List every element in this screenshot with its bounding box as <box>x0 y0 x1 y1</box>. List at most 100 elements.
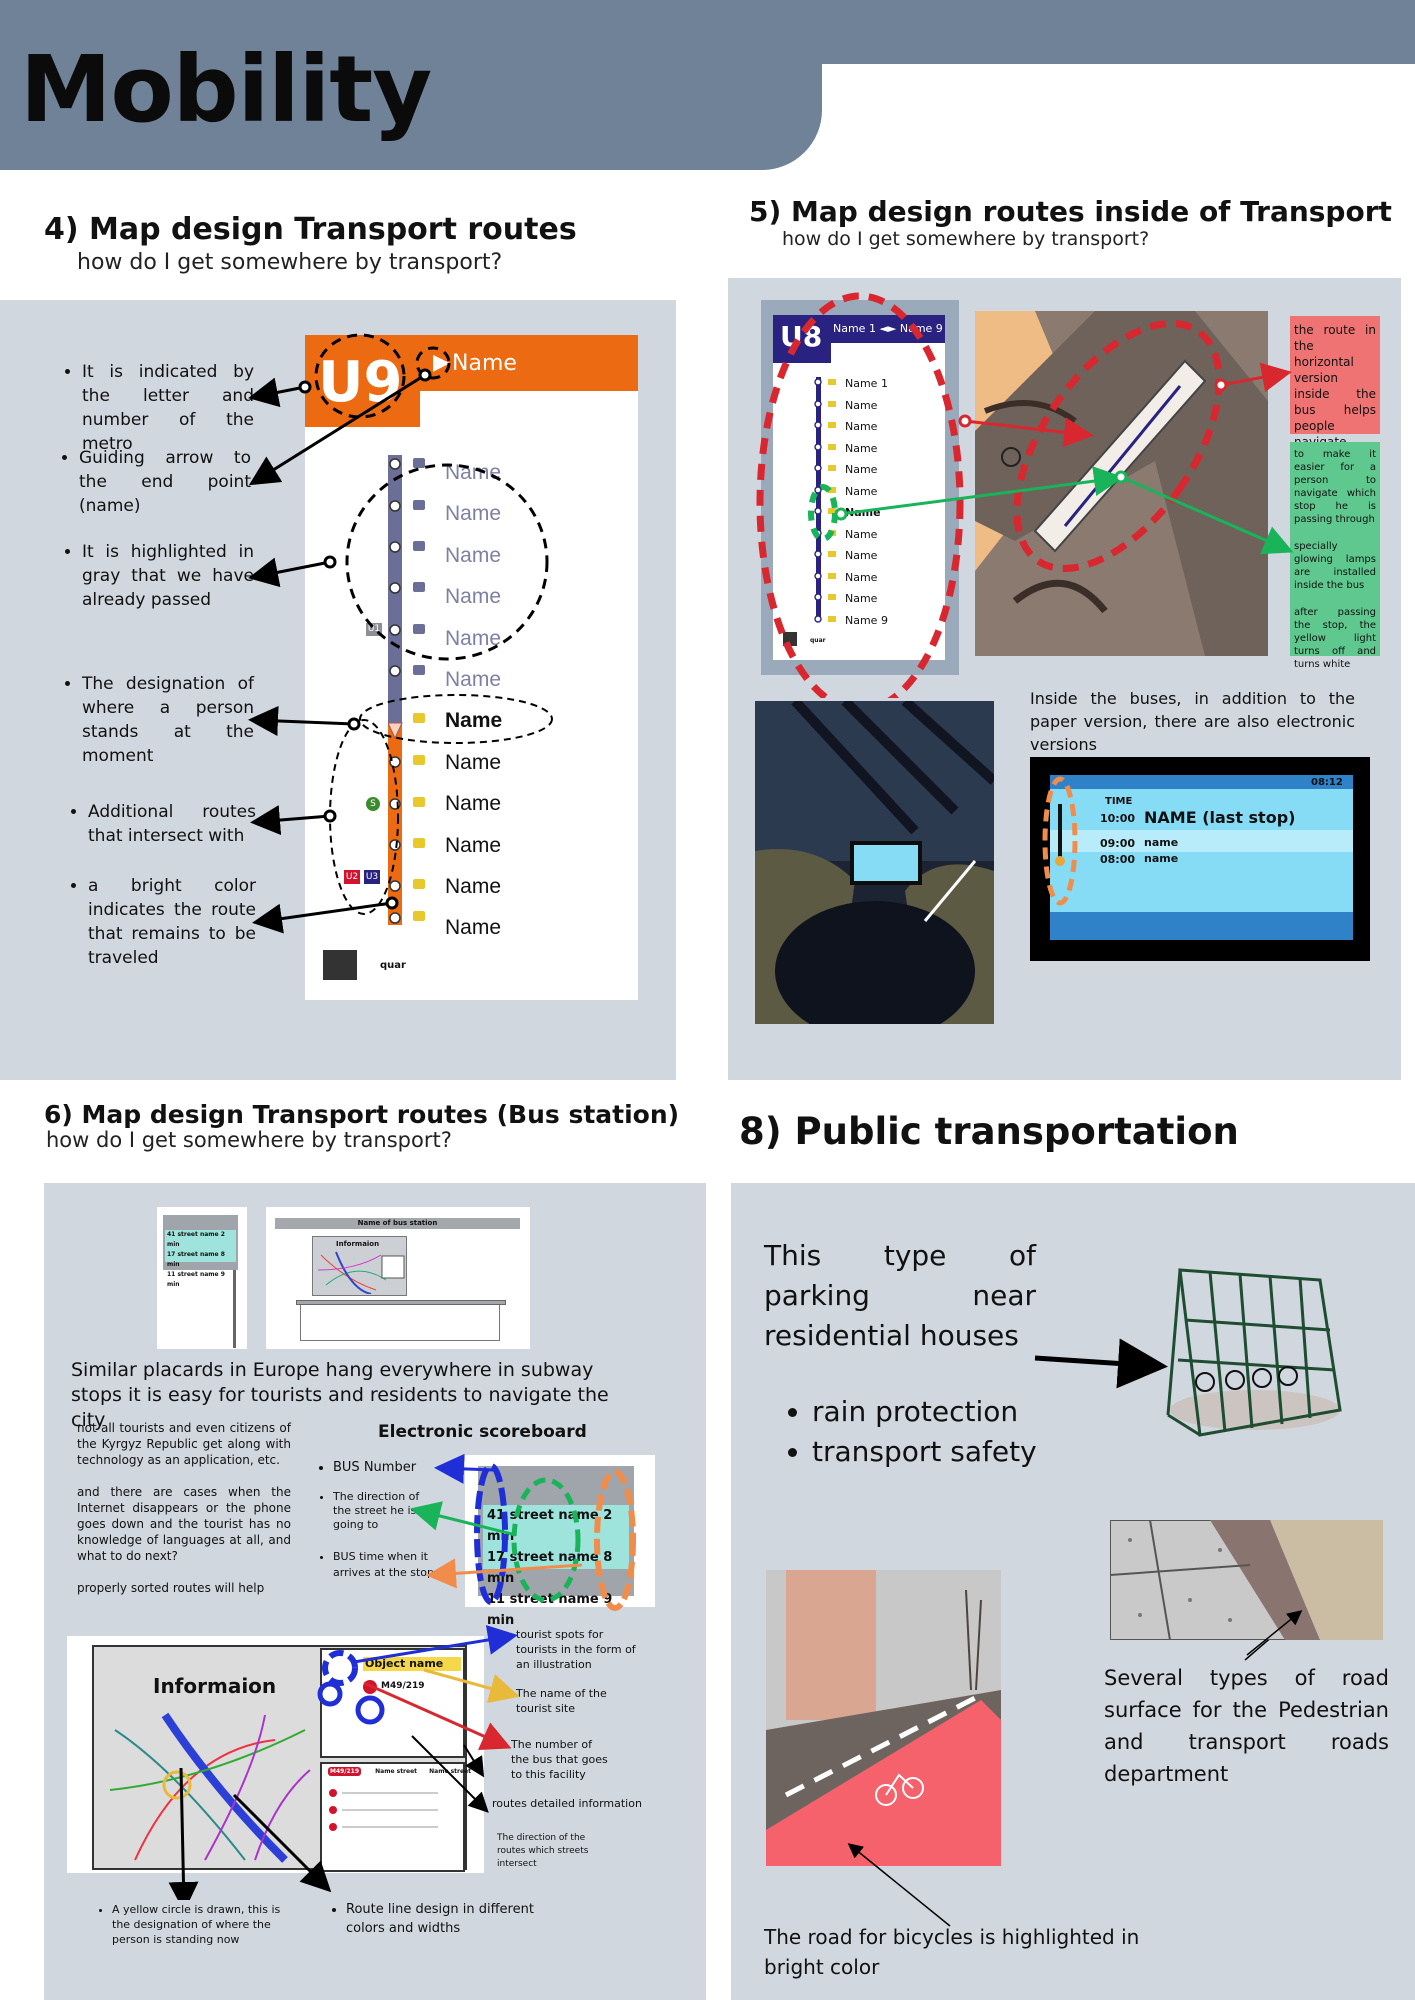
sec4-stop-10: Name <box>445 833 502 857</box>
sec6-station-bench <box>296 1300 506 1305</box>
board-row2-num: 17 <box>487 1550 506 1565</box>
sec5-header-route: Name 1 ◄► Name 9 <box>833 322 943 335</box>
sec6-similar-note: Similar placards in Europe hang everywhe… <box>71 1359 609 1431</box>
sec6-callout-2: The name of the tourist site <box>516 1686 626 1716</box>
sec5-green-note-1: to make it easier for a person to naviga… <box>1294 449 1376 525</box>
sec6-route-rows-detail <box>328 1788 458 1858</box>
sec5-stop-4: Name <box>845 441 878 455</box>
sec5-screen-row1-time: 10:00 <box>1100 812 1136 825</box>
sec5-screen-row3-name: name <box>1144 852 1179 865</box>
sec4-stop-12: Name <box>445 916 502 940</box>
sec5-qr-code <box>783 632 797 646</box>
sec6-info-title: Informaion <box>153 1674 277 1698</box>
sec6-callout-4: routes detailed information <box>492 1796 662 1811</box>
sec4-stop-3: Name <box>445 543 502 567</box>
sec4-qr-label: quar <box>380 960 406 971</box>
sec4-stop-icons <box>413 455 427 935</box>
sec4-stop-8: Name <box>445 750 502 774</box>
sec4-note-1: It is indicated by the letter and number… <box>82 360 254 456</box>
sec5-subtitle: how do I get somewhere by transport? <box>782 228 1150 250</box>
sec4-stop-current: Name <box>445 709 503 733</box>
sec5-screen-row1-name: NAME (last stop) <box>1144 808 1296 827</box>
sec6-placard-rows: 41 street name 2 min 17 street name 8 mi… <box>165 1230 236 1288</box>
sec4-stop-2: Name <box>445 502 502 526</box>
sec5-green-note: to make it easier for a person to naviga… <box>1290 442 1380 670</box>
sec5-stop-6: Name <box>845 484 878 498</box>
sec4-line-badge: U9 <box>318 350 403 415</box>
sec6-scoreboard-bullet-3: BUS time when it arrives at the stop <box>333 1549 438 1581</box>
sec5-stop-10: Name <box>845 570 878 584</box>
sec5-stop-7: Name <box>845 506 881 519</box>
sec8-road-note: Several types of road surface for the Pe… <box>1104 1666 1389 1786</box>
sec6-bus-code: M49/219 <box>381 1681 425 1691</box>
sec8-road-surface-sketch <box>1109 1519 1384 1641</box>
sec5-title: 5) Map design routes inside of Transport <box>749 195 1392 228</box>
sec4-stop-1: Name <box>445 461 502 484</box>
sec5-stop-9: Name <box>845 549 878 562</box>
sec6-object-name: Object name <box>365 1657 444 1670</box>
sec6-bottom-note-2: Route line design in different colors an… <box>346 1900 546 1938</box>
sec8-title: 8) Public transportation <box>739 1110 1239 1153</box>
sec4-transfer-u1: U1 <box>366 623 382 636</box>
sec8-bike-lane-sketch <box>766 1570 1001 1866</box>
sec4-destination: Name <box>452 351 517 376</box>
sec4-note-4: The designation of where a person stands… <box>82 672 254 768</box>
sec4-stop-6: Name <box>445 668 502 692</box>
sec5-qr-label: quar <box>810 637 826 644</box>
sec5-stop-5: Name <box>845 463 878 476</box>
sec4-stop-5: Name <box>445 626 502 650</box>
sec6-callout-5: The direction of the routes which street… <box>497 1833 589 1869</box>
sec6-station-map-lines <box>316 1250 406 1295</box>
sec6-station-name: Name of bus station <box>275 1218 520 1229</box>
sec5-stop-8: Name <box>845 527 878 541</box>
sec5-stop-12: Name 9 <box>845 613 888 627</box>
board-row3-num: 11 <box>487 1592 506 1607</box>
sec4-play-icon: ▶ <box>433 350 450 375</box>
sec6-info-map-lines <box>105 1710 315 1870</box>
sec6-board-rows: 41 street name 2 min 17 street name 8 mi… <box>483 1505 629 1628</box>
sec5-stop-11: Name <box>845 592 878 605</box>
sec4-transfer-u3: U3 <box>364 870 380 884</box>
sec5-screen-clock: 08:12 <box>1311 777 1343 788</box>
page-title: Mobility <box>20 36 432 143</box>
sec6-placard-pole <box>233 1230 236 1348</box>
sec4-title: 4) Map design Transport routes <box>44 212 577 247</box>
sec8-parking-note: This type of parking near residential ho… <box>764 1239 1036 1352</box>
sec5-screen-time-label: TIME <box>1105 796 1133 807</box>
sec5-green-note-2: specially glowing lamps are installed in… <box>1294 541 1376 591</box>
sec6-tourist-notes: not all tourists and even citizens of th… <box>77 1420 291 1596</box>
sec5-green-note-3: after passing the stop, the yellow light… <box>1294 607 1376 670</box>
sec5-bus-interior-sketch <box>975 311 1268 656</box>
sec8-bullet-rain: rain protection <box>812 1392 1072 1432</box>
sec5-screen-row3-time: 08:00 <box>1100 853 1136 866</box>
sec4-note-5: Additional routes that intersect with <box>88 800 256 848</box>
sec6-tourist-note-3: properly sorted routes will help <box>77 1581 265 1595</box>
sec8-parking-bullets: rain protection transport safety <box>812 1392 1072 1472</box>
sec6-callout-3: The number of the bus that goes to this … <box>511 1738 608 1781</box>
board-row1-num: 41 <box>487 1508 506 1523</box>
sec4-stop-4: Name <box>445 585 502 609</box>
sec4-transfer-u2: U2 <box>344 870 360 884</box>
sec5-screen-row2-name: name <box>1144 836 1179 849</box>
sec5-stop-3: Name <box>845 420 878 433</box>
sec5-screen-bottombar <box>1050 912 1353 940</box>
sec6-bottom-note-1: A yellow circle is drawn, this is the de… <box>112 1902 287 1947</box>
sec4-qr-code <box>323 950 357 980</box>
sec8-bike-note: The road for bicycles is highlighted in … <box>764 1925 1140 1979</box>
sec8-bullet-safety: transport safety <box>812 1432 1072 1472</box>
sec6-subtitle: how do I get somewhere by transport? <box>46 1128 452 1152</box>
sec4-stop-11: Name <box>445 875 502 899</box>
sec5-stop-list: Name 1 Name Name Name Name Name Name Nam… <box>845 373 888 631</box>
sec6-route-row: M49/219 Name street Name street <box>328 1767 472 1776</box>
sec6-scoreboard-title: Electronic scoreboard <box>378 1422 587 1442</box>
header-tab <box>0 0 822 170</box>
sec4-subtitle: how do I get somewhere by transport? <box>77 250 503 275</box>
sec6-tourist-note-1: not all tourists and even citizens of th… <box>77 1421 291 1467</box>
sec5-electronic-note: Inside the buses, in addition to the pap… <box>1030 689 1355 754</box>
sec4-note-3: It is highlighted in gray that we have a… <box>82 540 254 612</box>
sec5-stop-1: Name 1 <box>845 377 888 390</box>
sec6-scoreboard-bullet-1: BUS Number <box>333 1460 443 1476</box>
sec4-stop-list: Name Name Name Name Name Name Name Name … <box>445 452 502 949</box>
sec4-note-6: a bright color indicates the route that … <box>88 874 256 970</box>
sec6-tourist-note-2: and there are cases when the Internet di… <box>77 1485 291 1563</box>
